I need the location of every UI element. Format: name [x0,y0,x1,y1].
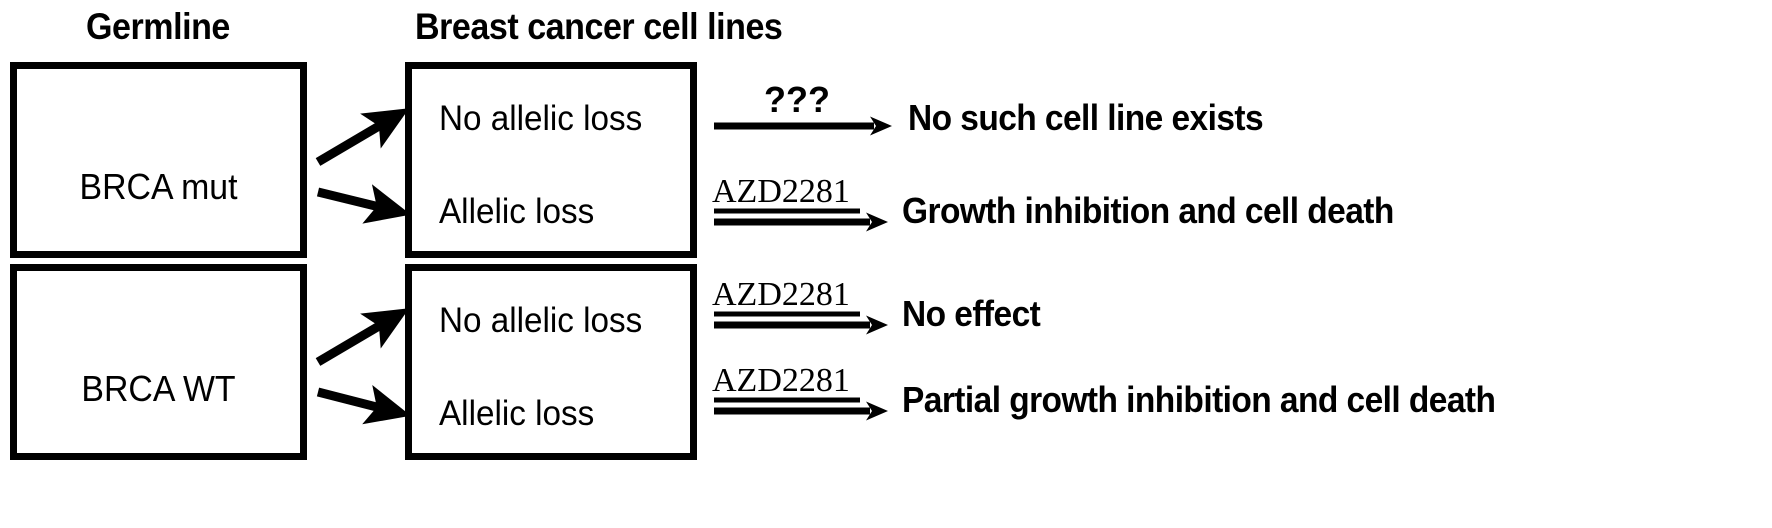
outcome-arrow-icon [714,116,892,136]
outcome-arrow-icon [714,397,888,421]
cell-line-row-no-allelic-loss: No allelic loss [439,99,643,138]
cell-line-box-from-brca-mut: No allelic loss Allelic loss [405,62,697,258]
germline-box-brca-mut: BRCA mut [10,62,307,258]
outcome-text: Growth inhibition and cell death [902,190,1394,231]
cell-line-row-allelic-loss: Allelic loss [439,192,595,231]
cell-line-row-no-allelic-loss: No allelic loss [439,301,643,340]
column-header-germline: Germline [86,6,230,47]
arrow-wt-to-allelic-loss [316,385,411,425]
column-header-breast-cancer-cell-lines: Breast cancer cell lines [415,6,783,47]
arrow-label-drug: AZD2281 [712,276,850,313]
arrow-label-drug: AZD2281 [712,362,850,399]
arrow-wt-to-no-allelic-loss [315,308,410,366]
arrow-label-drug: AZD2281 [712,173,850,210]
germline-box-brca-wt: BRCA WT [10,264,307,460]
outcome-text: Partial growth inhibition and cell death [902,379,1496,420]
cell-line-box-from-brca-wt: No allelic loss Allelic loss [405,264,697,460]
outcome-arrow-icon [714,311,888,335]
outcome-arrow-icon [714,208,888,232]
arrow-mut-to-no-allelic-loss [315,108,410,166]
outcome-text: No such cell line exists [908,97,1264,138]
cell-line-row-allelic-loss: Allelic loss [439,394,595,433]
germline-box-label: BRCA WT [81,368,236,409]
arrow-mut-to-allelic-loss [316,184,411,224]
arrow-label-question-marks: ??? [764,79,830,120]
outcome-text: No effect [902,293,1041,334]
germline-box-label: BRCA mut [79,166,238,207]
